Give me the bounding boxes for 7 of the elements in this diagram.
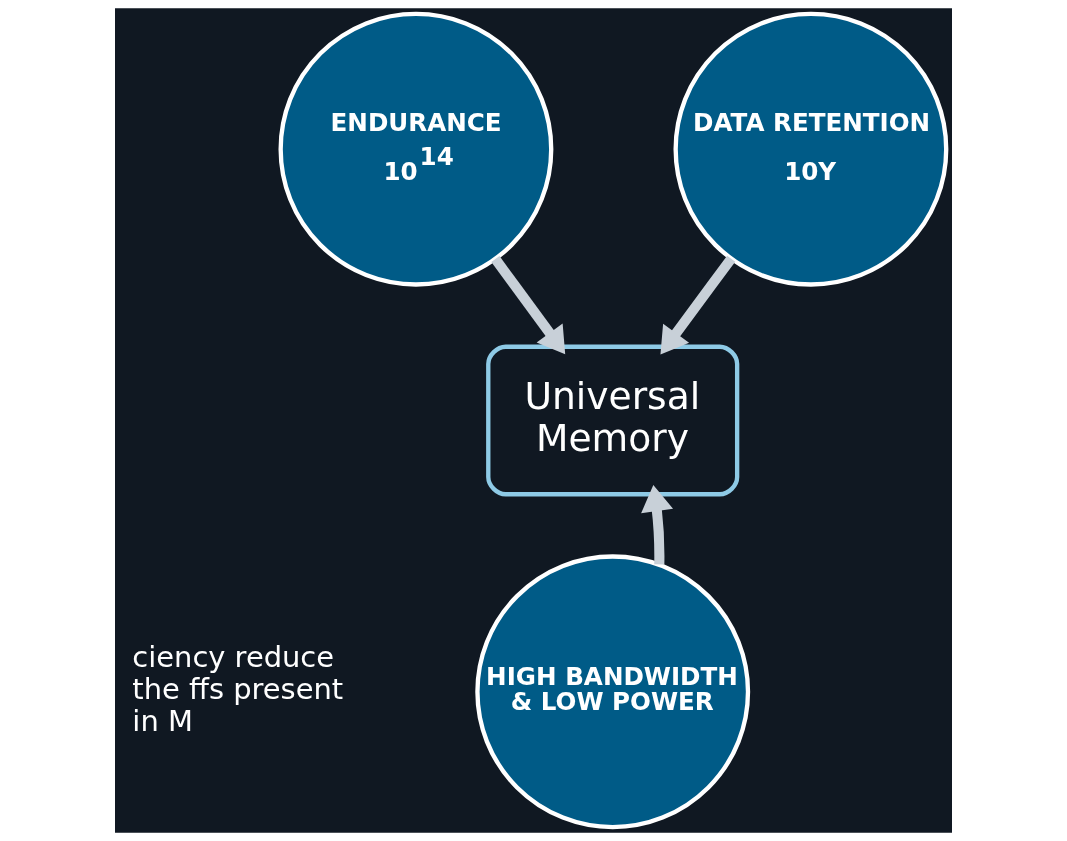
arrow — [641, 485, 674, 565]
label: ciency reduce the ffs present in M — [132, 640, 344, 738]
arrow — [660, 255, 736, 355]
node-circle: DATA RETENTION 10Y — [673, 11, 949, 287]
node-circle: HIGH BANDWIDTH & LOW POWER — [475, 554, 751, 830]
arrow — [491, 256, 566, 355]
node-box: Universal Memory — [486, 344, 740, 497]
